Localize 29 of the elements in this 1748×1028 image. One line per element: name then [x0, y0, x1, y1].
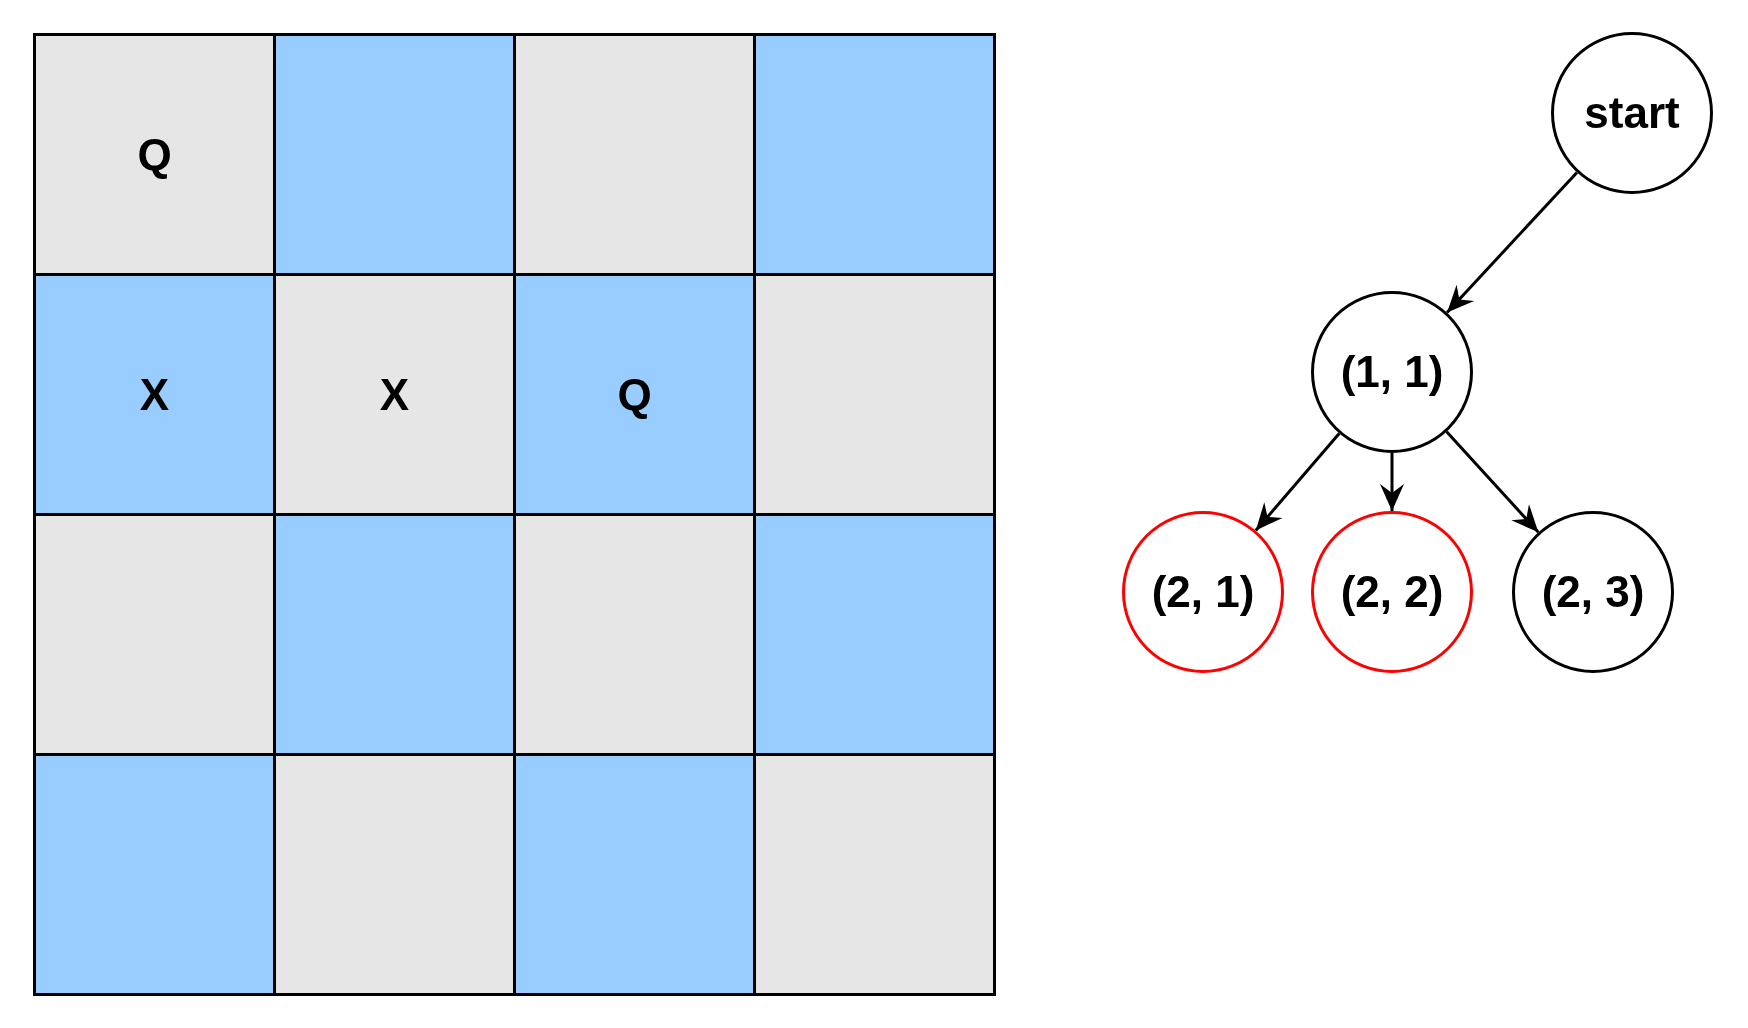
board-square [513, 33, 756, 276]
board-square [273, 33, 516, 276]
board-square [753, 753, 996, 996]
arrow [1445, 171, 1579, 314]
node-label: (2, 3) [1541, 567, 1645, 617]
board-square [513, 273, 756, 516]
piece-letter: X [379, 369, 410, 420]
arrow [1380, 453, 1404, 511]
piece-letter: Q [137, 129, 172, 180]
piece-letter: X [139, 369, 170, 420]
node-label: (2, 1) [1151, 567, 1255, 617]
board-square [273, 513, 516, 756]
arrow [1254, 432, 1341, 532]
board-square [273, 753, 516, 996]
board-square [513, 513, 756, 756]
node-label: start [1584, 88, 1680, 138]
piece-letter: Q [617, 369, 652, 420]
board-square [753, 513, 996, 756]
board-square [273, 273, 516, 516]
board-square [33, 33, 276, 276]
board-square [33, 753, 276, 996]
board-square [33, 273, 276, 516]
board-square [513, 753, 756, 996]
board-square [753, 273, 996, 516]
board-square [33, 513, 276, 756]
node-label: (2, 2) [1340, 567, 1444, 617]
node-label: (1, 1) [1340, 347, 1444, 397]
board-square [753, 33, 996, 276]
arrow [1445, 430, 1540, 534]
